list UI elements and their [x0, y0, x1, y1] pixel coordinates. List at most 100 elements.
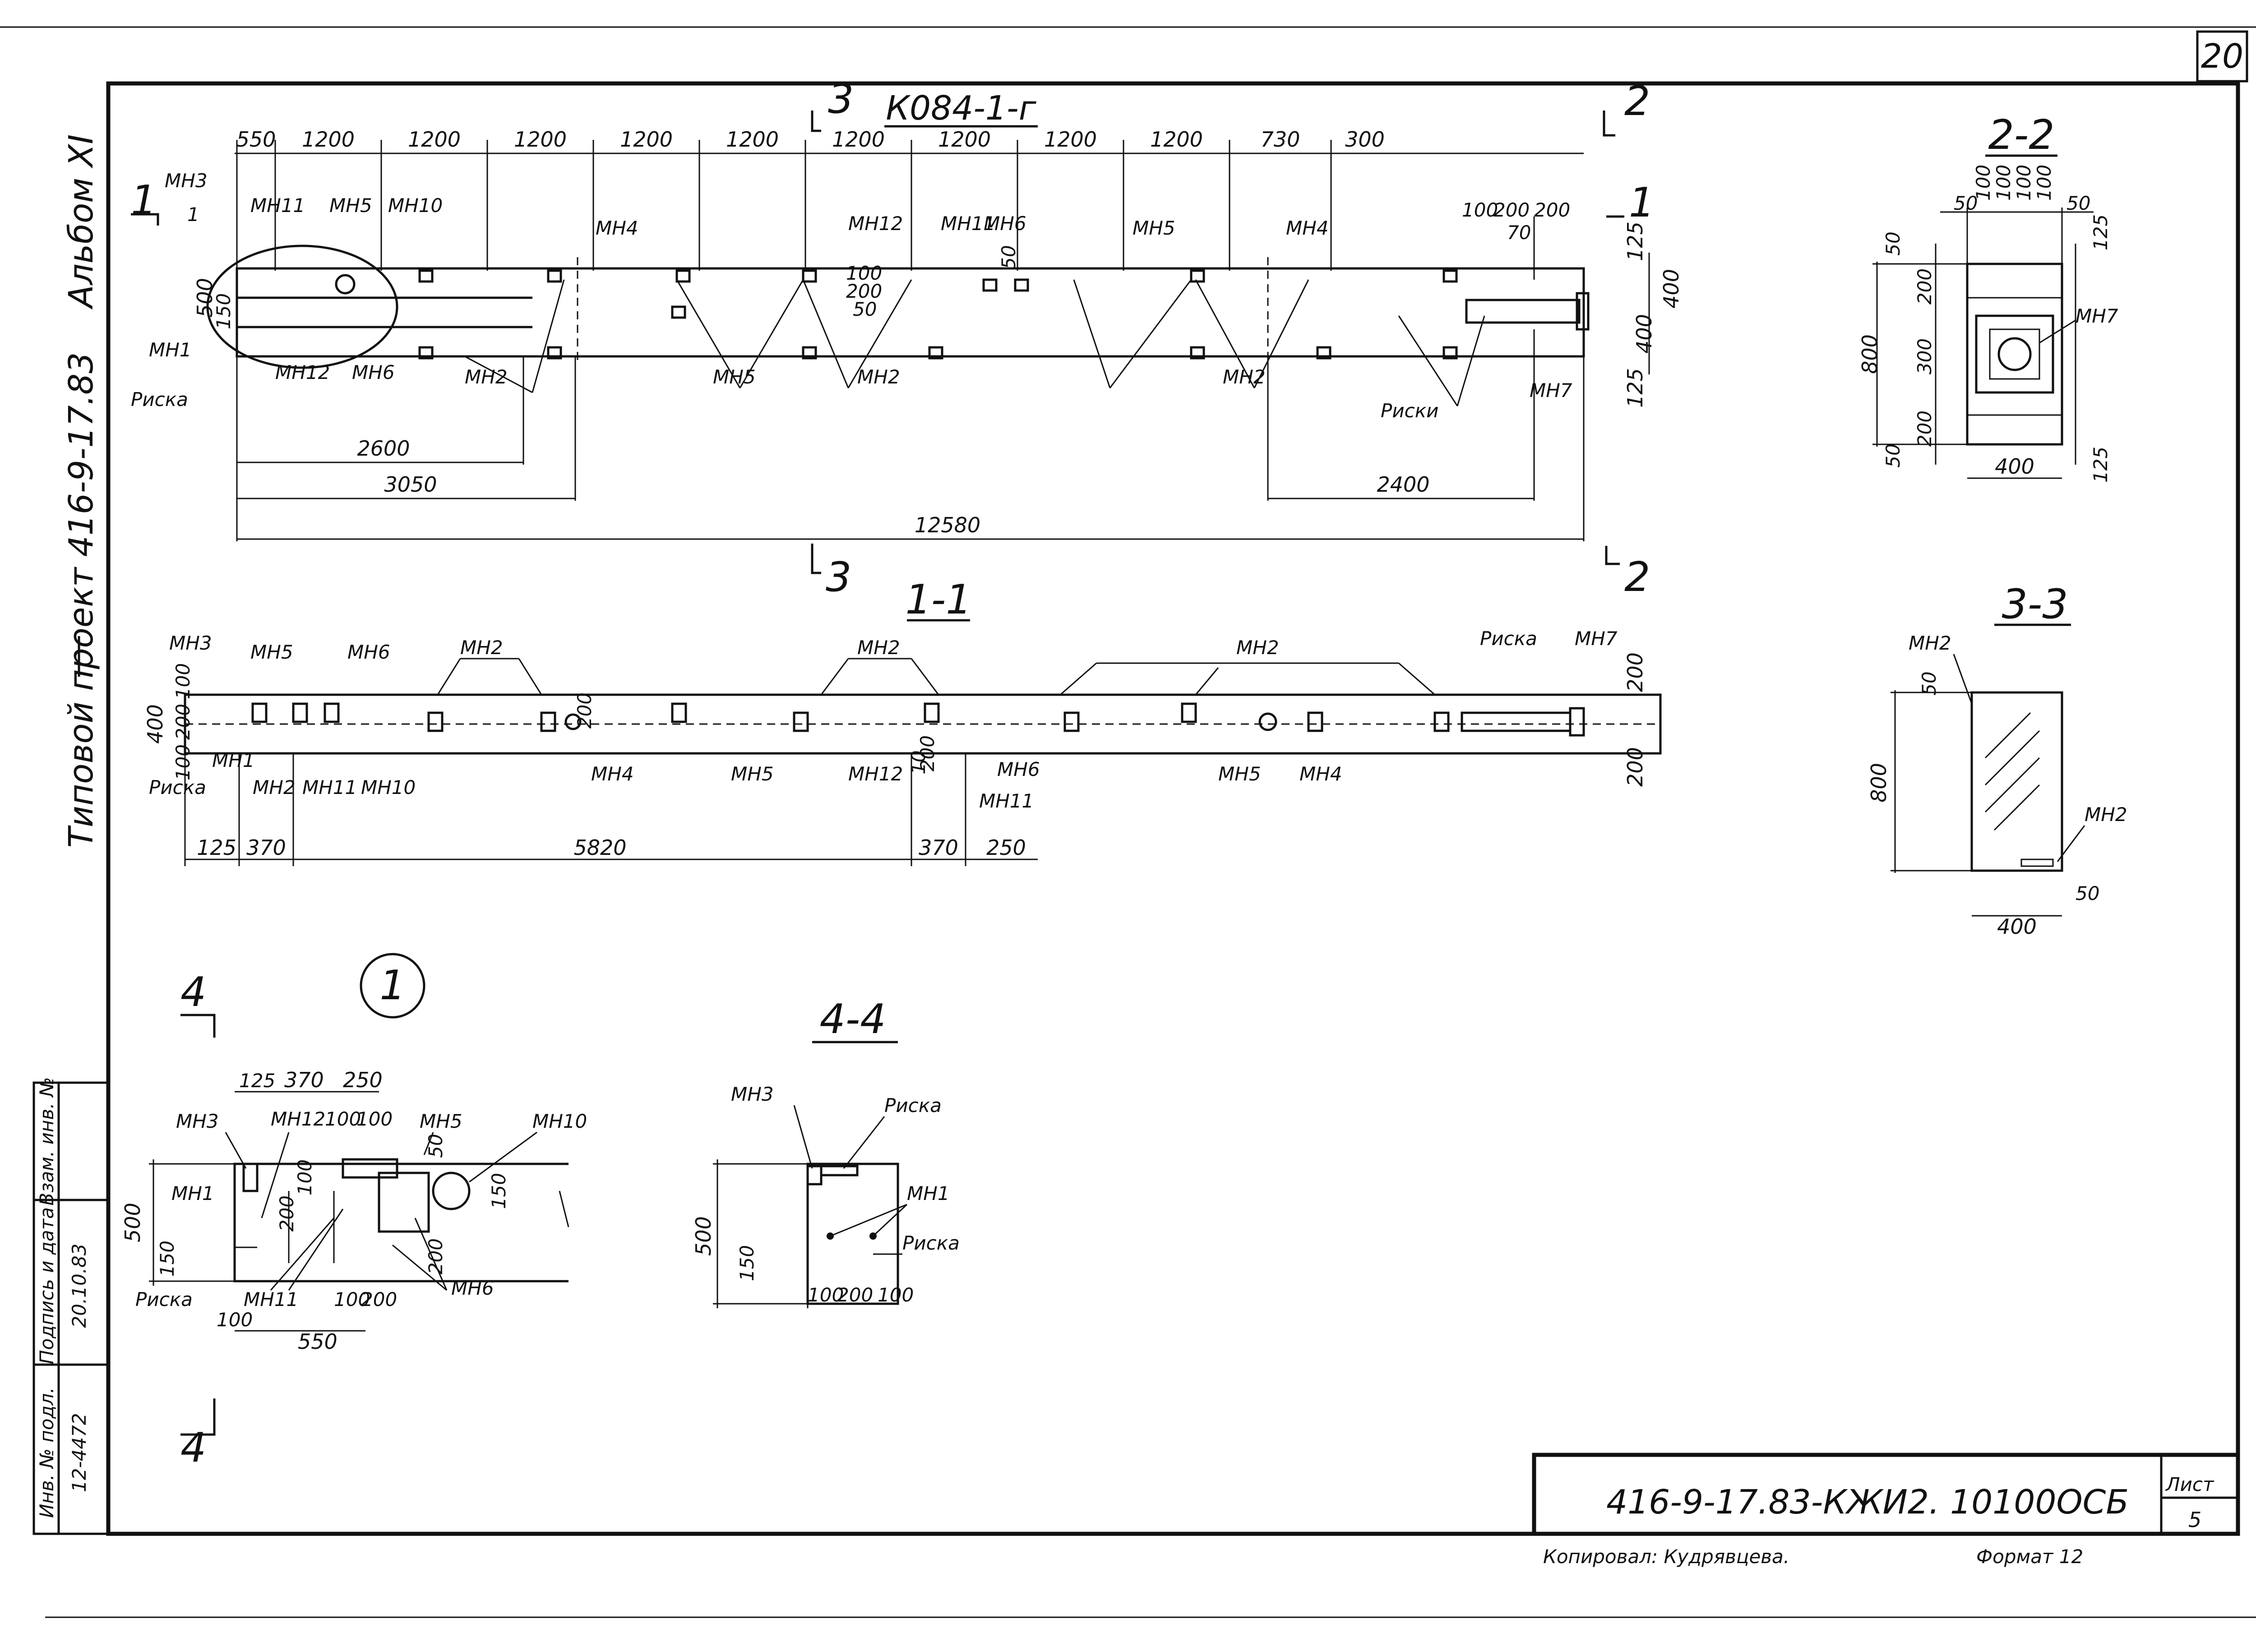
sec11-callout-mn7: МН7	[1575, 628, 1618, 650]
sec44-callout-mn3: МН3	[731, 1083, 774, 1105]
node1-top-dim-125: 125	[239, 1070, 275, 1092]
sec22-top-dim-50b: 50	[2066, 192, 2090, 214]
sec11-callout-riska: Риска	[1480, 628, 1537, 650]
sec11-callout-mn4a: МН4	[591, 763, 634, 785]
stamp-sheet-number: 5	[2188, 1508, 2201, 1532]
dim-100b: 100	[1462, 199, 1498, 221]
side-stamp: Инв. № подл. 12-4472 Подпись и дата 20.1…	[32, 1077, 110, 1535]
node1-dim-500: 500	[120, 1203, 145, 1242]
node1-callout-mn6: МН6	[451, 1277, 494, 1299]
sec11-dim-200m: 200	[573, 692, 596, 729]
sec11-dim-200r1: 200	[1623, 652, 1647, 692]
callout-mn6b: МН6	[352, 361, 395, 383]
node1-inner-dim-200: 200	[276, 1195, 298, 1232]
sec33-callout-mn2-top: МН2	[1909, 632, 1951, 654]
sec11-callout-mn11: МН11	[302, 776, 357, 798]
section-plate	[1307, 711, 1323, 732]
node1-callout-riska: Риска	[135, 1288, 193, 1311]
detail-ellipse	[206, 245, 398, 369]
sec22-top-dim-100c: 100	[2013, 165, 2035, 201]
callout-mn2c: МН2	[1223, 366, 1266, 388]
sec22-left-dim-200a: 200	[1914, 268, 1936, 305]
callout-mn2b: МН2	[857, 366, 900, 388]
sec22-dim-800: 800	[1858, 334, 1882, 374]
callout-mn5: МН5	[329, 194, 372, 217]
sec11-dim-370: 370	[246, 835, 286, 860]
stamp-copied-by: Копировал: Кудрявцева.	[1543, 1546, 1789, 1568]
callout-mn1: МН1	[149, 339, 192, 361]
stamp-code: 416-9-17.83-КЖИ2. 10100ОСБ	[1606, 1483, 2129, 1522]
embedded-plate	[802, 269, 817, 283]
node1-dim-100b: 100	[356, 1108, 393, 1130]
callout-mn12b: МН12	[275, 361, 330, 383]
dim-2400: 2400	[1377, 472, 1429, 497]
section-1-1: 1-1 125 370 5820 370 250 400 100 200 100…	[143, 576, 1662, 866]
embedded-plate	[928, 346, 943, 360]
section-mark-3-top: 3	[828, 75, 854, 123]
sec11-callout-mn6b: МН6	[997, 758, 1040, 780]
sec22-left-dim-200b: 200	[1914, 411, 1936, 447]
section-plate	[427, 711, 444, 732]
section-mark-1-left: 1	[131, 177, 157, 224]
callout-mn11: МН11	[250, 194, 305, 217]
embedded-plate	[1014, 278, 1029, 292]
sec11-dim-400: 400	[143, 704, 167, 744]
sec11-dim-100b: 100	[172, 744, 194, 780]
dim-500: 500	[193, 278, 217, 318]
sec11-dim-370b: 370	[919, 835, 958, 860]
top-dim-label: 1200	[1150, 127, 1203, 152]
node1-leaders	[225, 1131, 537, 1291]
sec44-dim-500: 500	[691, 1216, 716, 1256]
callout-circle-1: 1	[187, 203, 199, 226]
sec11-callout-mn5: МН5	[250, 641, 293, 663]
sec22-top-dim-100d: 100	[2033, 165, 2055, 201]
sec11-callout-mn5b: МН5	[731, 763, 774, 785]
sec22-left-dim-50a: 50	[1882, 231, 1904, 255]
section-plate	[292, 702, 308, 723]
sec11-callout-mn2a: МН2	[460, 637, 503, 659]
dim-70: 70	[1507, 221, 1531, 244]
node1-bottom-dim-100b: 100	[334, 1288, 370, 1311]
sec11-callout-mn5c: МН5	[1218, 763, 1261, 785]
main-callouts: МН3 МН11 МН5 МН10 МН4 МН12 МН11 МН6 МН5 …	[131, 170, 1572, 422]
embedded-plate	[418, 269, 434, 283]
sec11-callout-mn2b: МН2	[857, 637, 900, 659]
dim-50: 50	[853, 298, 877, 320]
sec44-leaders	[793, 1105, 908, 1255]
node1-top-dim-250: 250	[343, 1068, 383, 1092]
section-4-4: 4-4 500 150 100 200 100 МН3 Риска МН1 Ри…	[691, 996, 960, 1308]
top-dim-label: 1200	[832, 127, 885, 152]
sec44-callout-riska1: Риска	[884, 1094, 942, 1117]
callout-mn4: МН4	[596, 217, 638, 239]
node1-callout-mn10: МН10	[532, 1110, 587, 1132]
sec22-right-dim-125a: 125	[2090, 214, 2112, 250]
embedded-plate	[671, 305, 686, 319]
node1-callout-mn12: МН12	[271, 1108, 325, 1130]
dim-right-125a: 125	[1623, 221, 1647, 261]
callout-mn11b: МН11	[941, 212, 995, 235]
sec22-callout-mn7: МН7	[2076, 305, 2118, 327]
embedded-plate	[1442, 346, 1458, 360]
album-title: Альбом XI	[62, 134, 101, 309]
section-3-3: 3-3 800 400 50 50 МН2 МН2	[1867, 581, 2127, 939]
top-dim-label: 300	[1345, 127, 1385, 152]
top-dim-label: 550	[236, 127, 276, 152]
callout-mn2a: МН2	[465, 366, 508, 388]
dim-right-125b: 125	[1623, 368, 1647, 408]
embedded-plate	[675, 269, 691, 283]
node1-dim-100a: 100	[325, 1108, 361, 1130]
section-1-1-title: 1-1	[906, 576, 972, 623]
sec11-callout-mn2c: МН2	[1236, 637, 1279, 659]
top-dim-label: 1200	[1044, 127, 1097, 152]
node1-inner-dim-100: 100	[294, 1159, 316, 1195]
top-dim-label: 1200	[302, 127, 355, 152]
callout-riska: Риска	[131, 388, 188, 411]
beam-outline	[236, 267, 1585, 358]
section-plate	[1063, 711, 1080, 732]
section-3-3-hatch	[1984, 712, 2040, 831]
main-view-title: К084-1-г	[886, 89, 1036, 128]
top-dim-label: 1200	[408, 127, 461, 152]
node-1-section-mark-bottom: 4	[180, 1424, 206, 1472]
section-plate	[540, 711, 556, 732]
callout-mn4b: МН4	[1286, 217, 1329, 239]
